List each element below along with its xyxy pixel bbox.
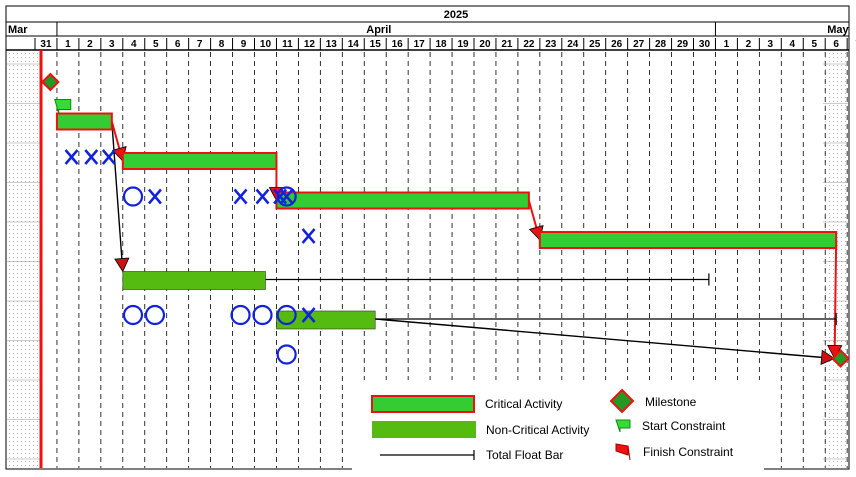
day-label: 2: [87, 39, 93, 50]
day-label: 5: [811, 39, 817, 50]
day-label: 25: [589, 39, 601, 50]
day-label: 13: [326, 39, 338, 50]
dependency-links: [110, 121, 843, 365]
resource-circle-marker: [122, 304, 144, 326]
critical-activity-bar: [121, 152, 278, 170]
legend-noncritical-label: Non-Critical Activity: [486, 423, 589, 437]
month-header: Mar April May: [8, 22, 849, 36]
day-label: 27: [633, 39, 645, 50]
day-label: 24: [567, 39, 579, 50]
day-label: 2: [746, 39, 752, 50]
day-label: 30: [699, 39, 711, 50]
resource-circle-marker: [276, 186, 297, 207]
day-label: 4: [789, 39, 795, 50]
start-constraint-flag: [54, 99, 72, 114]
legend-critical-swatch: [371, 395, 475, 413]
float-bars: [265, 273, 837, 325]
resource-x-marker: [84, 149, 99, 165]
day-label: 8: [219, 39, 225, 50]
resource-x-marker: [233, 188, 248, 205]
day-label: 9: [241, 39, 247, 50]
day-label: 26: [611, 39, 623, 50]
resource-x-marker: [279, 188, 294, 205]
resource-x-marker: [255, 188, 270, 205]
resource-circle-marker: [276, 304, 297, 326]
resource-x-marker: [301, 228, 316, 244]
month-label: April: [366, 24, 391, 36]
day-label: 10: [260, 39, 272, 50]
day-label: 29: [677, 39, 689, 50]
day-label: 14: [348, 39, 360, 50]
dependency-arrowhead: [114, 257, 130, 273]
day-label: 15: [370, 39, 382, 50]
dependency-line: [111, 121, 124, 272]
resource-circle-marker: [276, 344, 297, 365]
legend-milestone-icon: [609, 388, 635, 414]
year-label: 2025: [444, 9, 468, 21]
dependency-line: [833, 239, 838, 359]
day-label: 20: [479, 39, 491, 50]
critical-activity-bar: [275, 191, 530, 210]
day-label: 11: [282, 39, 293, 50]
day-label: 19: [457, 39, 469, 50]
legend-critical-label: Critical Activity: [485, 397, 562, 411]
resource-x-marker: [101, 149, 116, 165]
resource-x-marker: [147, 188, 162, 205]
day-label: 21: [501, 39, 513, 50]
day-label: 6: [833, 39, 839, 50]
day-label: 23: [545, 39, 557, 50]
chart-area-left-shading: [6, 50, 40, 468]
legend-milestone-label: Milestone: [645, 395, 697, 409]
month-label: Mar: [8, 24, 28, 36]
day-label: 22: [523, 39, 535, 50]
dependency-arrowhead: [820, 349, 836, 365]
resource-x-marker: [301, 307, 316, 323]
day-label: 4: [131, 39, 137, 50]
day-label: 6: [175, 39, 181, 50]
critical-activity-bar: [55, 112, 113, 131]
resource-circle-marker: [230, 304, 251, 326]
legend-finish-constraint-icon: [615, 443, 631, 461]
day-label: 17: [414, 39, 426, 50]
resource-circle-marker: [122, 186, 144, 207]
day-label: 7: [197, 39, 203, 50]
day-label: 12: [304, 39, 316, 50]
day-label: 16: [392, 39, 404, 50]
dependency-line: [375, 318, 835, 360]
critical-activity-bar: [538, 231, 838, 249]
day-label: 3: [768, 39, 774, 50]
noncritical-activity-bar: [276, 310, 376, 330]
noncritical-activity-bar: [122, 271, 266, 290]
activity-bars: [40, 72, 850, 368]
resource-circle-marker: [144, 304, 166, 326]
day-label: 3: [109, 39, 115, 50]
day-label: 5: [153, 39, 159, 50]
day-label: 28: [655, 39, 667, 50]
month-label: May: [827, 24, 849, 36]
legend-start-constraint-label: Start Constraint: [642, 419, 726, 433]
resource-circle-marker: [252, 304, 273, 326]
legend-start-constraint-icon: [615, 419, 631, 433]
milestone-marker: [831, 349, 850, 368]
day-label: 1: [65, 39, 71, 50]
resource-markers: [64, 149, 316, 365]
legend-noncritical-swatch: [372, 421, 476, 438]
day-label: 1: [724, 39, 730, 50]
legend-float-label: Total Float Bar: [486, 448, 563, 462]
legend: Critical Activity Non-Critical Activity …: [352, 380, 764, 470]
legend-finish-constraint-label: Finish Constraint: [643, 445, 734, 459]
day-label: 31: [40, 39, 52, 50]
day-label: 18: [436, 39, 448, 50]
resource-x-marker: [64, 149, 79, 165]
milestone-marker: [40, 72, 60, 92]
